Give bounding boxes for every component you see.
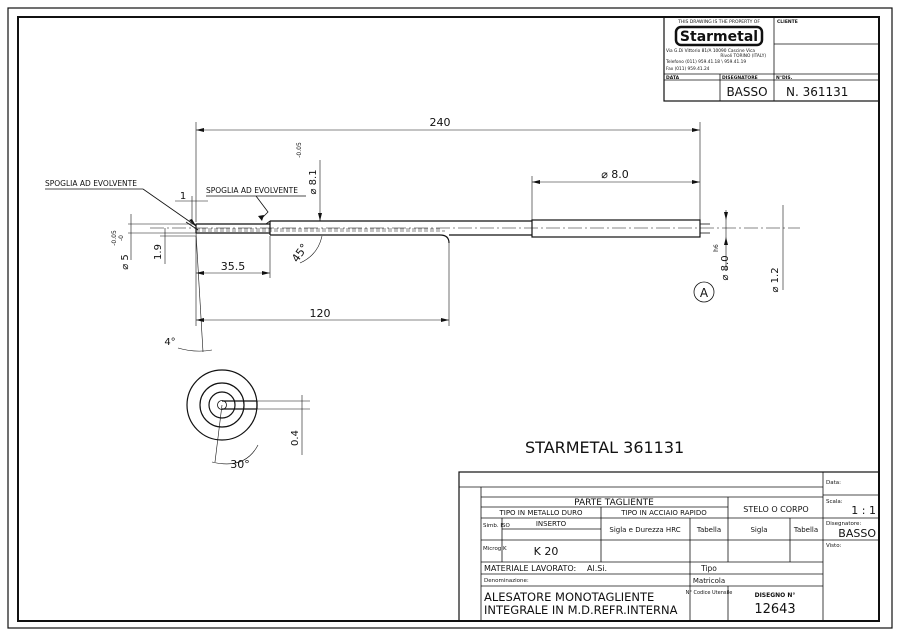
company-block: THIS DRAWING IS THE PROPERTY OF CLIENTE …	[663, 16, 880, 102]
callout-a-circle	[693, 281, 715, 303]
tb-designer-label: Disegnatore:	[826, 521, 861, 527]
tb-type-label: Tipo	[700, 564, 717, 573]
tb-carbide-type: TIPO IN METALLO DURO	[499, 509, 583, 517]
dim-04: 0.4	[290, 430, 301, 446]
tb-stem-body: STELO O CORPO	[743, 505, 808, 514]
angle-45: 45°	[289, 241, 311, 264]
drawing-no-top: N. 361131	[786, 85, 848, 99]
drawing-title: STARMETAL 361131	[525, 438, 684, 457]
tb-grade-label: Sigla e Durezza HRC	[609, 526, 680, 534]
dim-d5-tol-dn: -0	[118, 235, 125, 241]
tb-table-label-2: Tabella	[793, 526, 818, 534]
dim-d5-tol-up: -0.05	[111, 230, 118, 246]
title-block: PARTE TAGLIENTE STELO O CORPO TIPO IN ME…	[458, 471, 880, 622]
tb-insert-label: INSERTO	[536, 520, 567, 528]
tool-end-view: 0.4 30°	[186, 369, 310, 471]
tb-description-line2: INTEGRALE IN M.D.REFR.INTERNA	[484, 603, 678, 617]
tb-material-label: MATERIALE LAVORATO:	[484, 564, 576, 573]
dim-d81-tol: -0.05	[296, 142, 303, 158]
drawing-no-label-top: N°DIS.	[776, 75, 793, 81]
dimensions: 240 ⌀ 8.0 1 SPOGLIA AD EVOLVENTE SPOGLIA…	[45, 116, 784, 353]
dim-d80: ⌀ 8.0	[720, 255, 731, 280]
dim-80: ⌀ 8.0	[601, 168, 629, 181]
tb-name-label: Denominazione:	[484, 578, 529, 584]
fax: Fax (011) 959.41.24	[666, 66, 710, 72]
dim-35: 35.5	[221, 260, 246, 273]
tb-serial-label: Matricola	[693, 577, 725, 585]
relief-label-2: SPOGLIA AD EVOLVENTE	[206, 186, 298, 195]
date-label-top: DATA	[666, 75, 680, 81]
client-label: CLIENTE	[777, 19, 798, 25]
tb-date-label: Data:	[826, 480, 841, 486]
tb-insert-value: K 20	[534, 545, 559, 558]
dim-d5: ⌀ 5	[120, 254, 131, 270]
angle-4: 4°	[164, 337, 175, 348]
property-note: THIS DRAWING IS THE PROPERTY OF	[677, 19, 760, 25]
tb-table-label: Tabella	[696, 526, 721, 534]
outer-frame	[7, 7, 893, 629]
angle-30: 30°	[230, 458, 250, 471]
tb-sigla-label: Sigla	[750, 526, 767, 534]
tb-drawing-no: 12643	[754, 602, 795, 617]
tb-symbol-label: Simb. ISO	[483, 523, 510, 529]
logo-text: Starmetal	[680, 29, 758, 45]
tb-drawing-no-label: DISEGNO N°	[755, 592, 796, 599]
tb-material-value: Al.Si.	[587, 564, 607, 573]
tb-scale: 1 : 1	[851, 504, 876, 517]
dim-1: 1	[180, 191, 186, 202]
designer-top: BASSO	[726, 85, 767, 99]
starmetal-logo: Starmetal	[674, 25, 764, 47]
tb-micrograin-label: Microg K	[483, 546, 507, 552]
tb-description-line1: ALESATORE MONOTAGLIENTE	[484, 590, 654, 604]
phone: Telefono (011) 959.41.18 \ 959.41.19	[665, 59, 746, 65]
tb-scale-label: Scala:	[826, 499, 843, 505]
tb-tool-code-label: N° Codice Utensile	[686, 590, 733, 596]
tb-cutting-part: PARTE TAGLIENTE	[574, 498, 654, 508]
tb-hss-type: TIPO IN ACCIAIO RAPIDO	[620, 509, 707, 517]
dim-d12: ⌀ 1.2	[770, 267, 781, 292]
tool-side-view	[150, 219, 800, 244]
designer-label-top: DISEGNATORE	[722, 75, 758, 81]
address-line2: Rivoli TORINO (ITALY)	[720, 53, 766, 59]
dim-240: 240	[430, 116, 451, 129]
dim-19: 1.9	[153, 244, 164, 260]
address-line1: Via G.Di Vittorio 81/A 10090 Cascine Vic…	[666, 48, 755, 54]
dim-d81: ⌀ 8.1	[308, 169, 319, 194]
dim-120: 120	[310, 307, 331, 320]
tb-designer: BASSO	[838, 527, 876, 540]
relief-label-1: SPOGLIA AD EVOLVENTE	[45, 179, 137, 188]
dim-d80-tol: h6	[713, 244, 720, 252]
inner-frame	[17, 16, 880, 622]
callout-a: A	[700, 286, 709, 300]
tb-checked-label: Visto:	[826, 543, 842, 549]
